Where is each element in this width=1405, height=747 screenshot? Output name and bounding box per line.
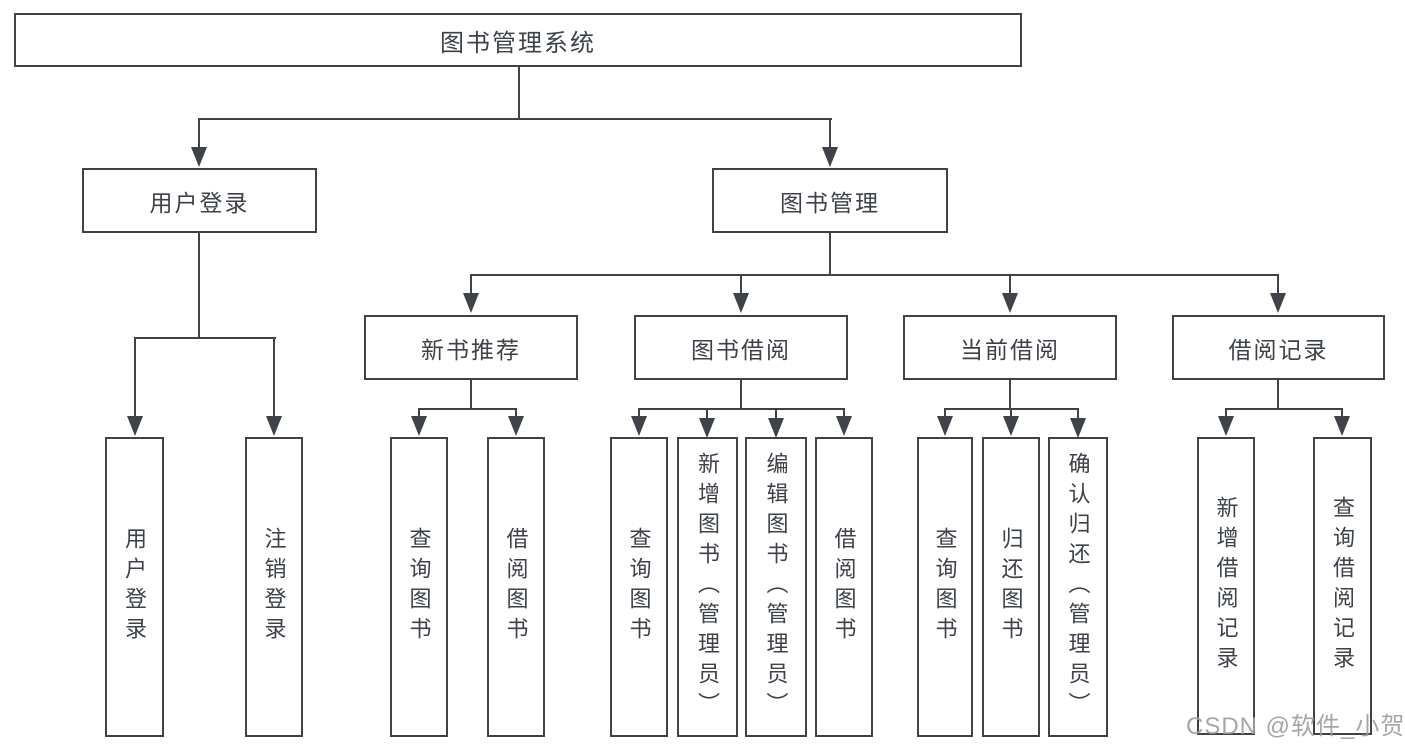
node-user-login: 用户登录 — [82, 168, 317, 233]
leaf-logout-label: 注销登录 — [261, 527, 287, 647]
leaf-confirm-return-admin-label: 确认归还（管理员） — [1065, 452, 1091, 722]
leaf-confirm-return-admin: 确认归还（管理员） — [1048, 437, 1108, 737]
arrowhead-down-g4-2 — [1334, 416, 1350, 436]
connector-books-down — [829, 233, 831, 276]
node-book-management-label: 图书管理 — [780, 189, 880, 216]
leaf-return-book-label: 归还图书 — [998, 527, 1024, 647]
connector-g4-branch — [1225, 408, 1343, 410]
node-root-label: 图书管理系统 — [440, 29, 596, 57]
arrowhead-down-user — [191, 147, 207, 167]
leaf-borrow-books-borrowing: 借阅图书 — [815, 437, 873, 737]
node-new-book-recommend-label: 新书推荐 — [421, 336, 521, 363]
leaf-return-book: 归还图书 — [982, 437, 1040, 737]
arrowhead-down-login — [127, 416, 143, 436]
connector-arrow-borrowing-stem — [740, 274, 742, 305]
leaf-query-books-current: 查询图书 — [917, 437, 973, 737]
leaf-user-login-label: 用户登录 — [122, 527, 148, 647]
leaf-query-books-current-label: 查询图书 — [932, 527, 958, 647]
node-book-management: 图书管理 — [712, 168, 948, 233]
connector-arrow-records-stem — [1277, 274, 1279, 305]
leaf-edit-book-admin: 编辑图书（管理员） — [745, 437, 807, 737]
connector-g2-branch — [638, 408, 845, 410]
arrowhead-down-records — [1270, 293, 1286, 313]
leaf-add-book-admin: 新增图书（管理员） — [677, 437, 738, 737]
leaf-borrow-books-borrowing-label: 借阅图书 — [831, 527, 857, 647]
node-borrow-records-label: 借阅记录 — [1228, 336, 1329, 363]
connector-user-down — [198, 233, 200, 339]
leaf-add-borrow-record: 新增借阅记录 — [1197, 437, 1255, 735]
leaf-user-login: 用户登录 — [105, 437, 164, 737]
leaf-query-books-borrowing: 查询图书 — [610, 437, 668, 737]
node-borrow-records: 借阅记录 — [1172, 315, 1385, 380]
node-root: 图书管理系统 — [14, 13, 1022, 67]
connector-g3-down — [1009, 380, 1011, 410]
node-book-borrowing: 图书借阅 — [634, 315, 848, 380]
connector-arrow-user-stem — [198, 118, 200, 159]
arrowhead-down-g3-2 — [1003, 416, 1019, 436]
arrowhead-down-borrowing — [733, 293, 749, 313]
leaf-query-borrow-record: 查询借阅记录 — [1313, 437, 1372, 735]
leaf-add-book-admin-label: 新增图书（管理员） — [695, 452, 721, 722]
leaf-query-borrow-record-label: 查询借阅记录 — [1330, 496, 1356, 676]
leaf-borrow-books-recommend: 借阅图书 — [487, 437, 545, 737]
node-current-borrowing: 当前借阅 — [903, 315, 1117, 380]
arrowhead-down-g2-3 — [768, 418, 784, 438]
arrowhead-down-g1-2 — [508, 416, 524, 436]
leaf-query-books-recommend-label: 查询图书 — [406, 527, 432, 647]
arrowhead-down-g3-3 — [1070, 418, 1086, 438]
arrowhead-down-newbook — [463, 293, 479, 313]
connector-g1-down — [470, 380, 472, 410]
connector-level3-branch — [470, 274, 1279, 276]
arrowhead-down-g2-2 — [699, 418, 715, 438]
arrowhead-down-g1-1 — [411, 416, 427, 436]
leaf-logout: 注销登录 — [245, 437, 303, 737]
node-current-borrowing-label: 当前借阅 — [960, 336, 1060, 363]
connector-level2-branch — [198, 118, 832, 120]
connector-g4-down — [1277, 380, 1279, 410]
connector-g1-branch — [418, 408, 517, 410]
leaf-borrow-books-recommend-label: 借阅图书 — [503, 527, 529, 647]
arrowhead-down-current — [1002, 293, 1018, 313]
arrowhead-down-logout — [266, 416, 282, 436]
leaf-query-books-borrowing-label: 查询图书 — [626, 527, 652, 647]
connector-user-branch — [134, 337, 276, 339]
connector-arrow-books-stem — [829, 118, 831, 159]
leaf-edit-book-admin-label: 编辑图书（管理员） — [763, 452, 789, 722]
node-book-borrowing-label: 图书借阅 — [691, 336, 791, 363]
csdn-watermark: CSDN @软件_小贺同学 — [1186, 713, 1405, 740]
arrowhead-down-books — [822, 147, 838, 167]
leaf-query-books-recommend: 查询图书 — [390, 437, 448, 737]
arrowhead-down-g2-4 — [836, 416, 852, 436]
node-user-login-label: 用户登录 — [149, 189, 250, 216]
arrowhead-down-g3-1 — [937, 416, 953, 436]
connector-arrow-newbook-stem — [470, 274, 472, 305]
arrowhead-down-g2-1 — [631, 416, 647, 436]
node-new-book-recommend: 新书推荐 — [364, 315, 578, 380]
connector-arrow-current-stem — [1009, 274, 1011, 305]
connector-arrow-logout-stem — [273, 337, 275, 428]
leaf-add-borrow-record-label: 新增借阅记录 — [1213, 496, 1239, 676]
connector-g2-down — [740, 380, 742, 410]
arrowhead-down-g4-1 — [1218, 416, 1234, 436]
connector-root-stem — [518, 67, 520, 120]
connector-arrow-login-stem — [134, 337, 136, 428]
